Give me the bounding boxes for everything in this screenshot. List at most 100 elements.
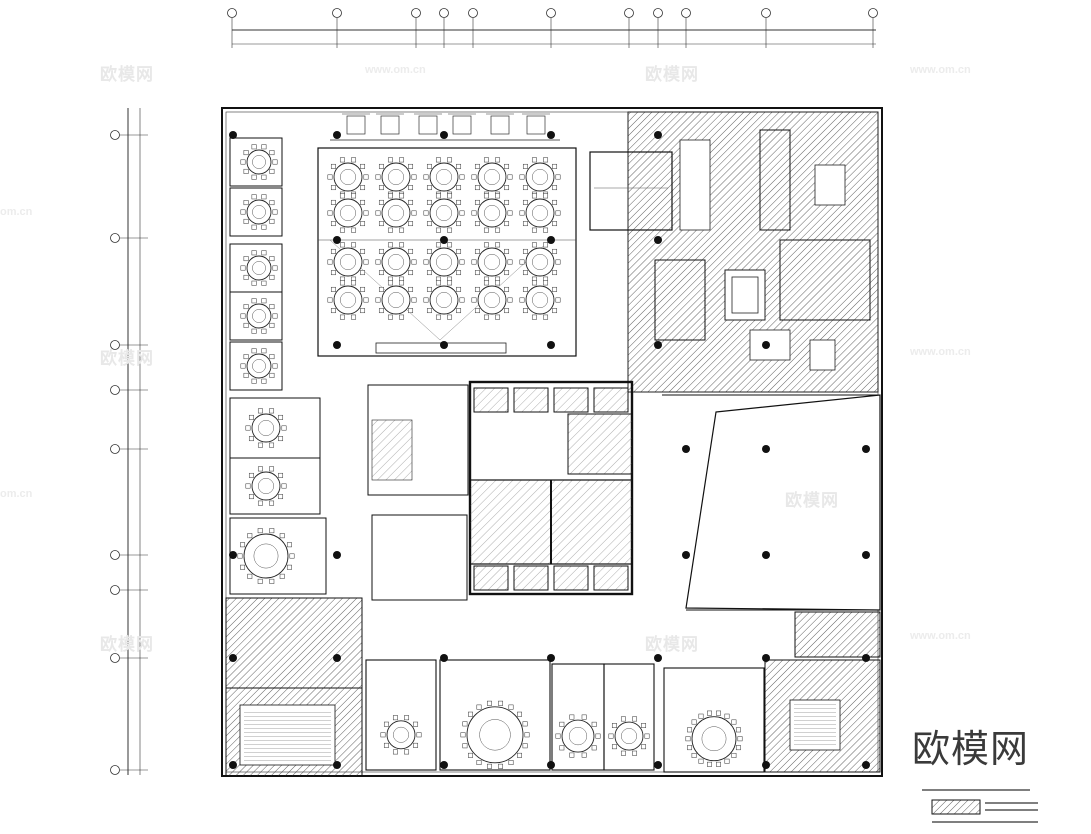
chair (269, 528, 275, 534)
watermark-url: www.om.cn (910, 630, 971, 642)
chair (555, 210, 561, 216)
chair (411, 297, 417, 303)
round-table (381, 247, 411, 277)
round-table (251, 471, 281, 501)
chair (581, 752, 587, 758)
bottom-right-stair (764, 611, 881, 773)
chair (360, 163, 366, 169)
chair (641, 744, 647, 750)
column (654, 654, 662, 662)
chair (595, 733, 601, 739)
chair (278, 436, 284, 442)
private-room (229, 291, 283, 341)
chair (620, 716, 626, 722)
chair (360, 221, 366, 227)
chair (731, 719, 737, 725)
chair (474, 308, 480, 314)
chair (474, 248, 480, 254)
chair (387, 242, 393, 248)
elevator-shaft (473, 565, 509, 591)
chair (543, 242, 549, 248)
chair (456, 308, 462, 314)
chair (552, 248, 558, 254)
chair (399, 193, 405, 199)
watermark-brand-large: 欧模网 (911, 727, 1029, 771)
chair (456, 286, 462, 292)
chair (245, 483, 251, 489)
column (682, 445, 690, 453)
chair (522, 163, 528, 169)
chair (272, 363, 278, 369)
chair (286, 564, 292, 570)
grid-bubble (110, 765, 120, 775)
chair (498, 700, 504, 706)
chair (237, 553, 243, 559)
chair (416, 732, 422, 738)
chair (413, 742, 419, 748)
chair (360, 199, 366, 205)
chair (471, 174, 477, 180)
chair (411, 259, 417, 265)
chair (380, 732, 386, 738)
chair (716, 761, 721, 767)
chair (691, 719, 697, 725)
elevator-shaft (593, 565, 629, 591)
chair (462, 743, 468, 749)
chair (375, 174, 381, 180)
chair (504, 221, 510, 227)
chair (360, 185, 366, 191)
column (229, 131, 237, 139)
chair (261, 224, 267, 230)
chair (474, 221, 480, 227)
chair (522, 199, 528, 205)
chair (608, 733, 614, 739)
chair (447, 242, 453, 248)
grid-bubble (110, 444, 120, 454)
chair (486, 700, 492, 706)
watermark-url: www.om.cn (910, 64, 971, 76)
chair (552, 199, 558, 205)
chair (426, 270, 432, 276)
chair (423, 259, 429, 265)
chair (281, 425, 287, 431)
chair (423, 174, 429, 180)
chair (474, 286, 480, 292)
chair (351, 314, 357, 320)
grid-bubble (868, 8, 878, 18)
chair (251, 224, 257, 230)
watermark-brand: 欧模网 (645, 635, 699, 655)
chair (327, 259, 333, 265)
chair (243, 322, 249, 328)
chair (257, 528, 263, 534)
chair (707, 761, 712, 767)
chair (363, 210, 369, 216)
chair (269, 150, 275, 156)
chair (278, 494, 284, 500)
chair (279, 573, 285, 579)
grid-bubble (681, 8, 691, 18)
chair (243, 200, 249, 206)
chair (474, 199, 480, 205)
bottom-private-rooms (365, 659, 765, 777)
chair (483, 280, 489, 286)
chair (251, 144, 257, 150)
chair (495, 227, 501, 233)
chair (522, 248, 528, 254)
chair (289, 553, 295, 559)
grid-bubble (468, 8, 478, 18)
round-table (246, 303, 272, 329)
chair (404, 715, 410, 721)
column (762, 551, 770, 559)
chair (269, 322, 275, 328)
grid-bubble (332, 8, 342, 18)
watermark-url: www.om.cn (365, 64, 426, 76)
round-table (333, 162, 363, 192)
chair (408, 270, 414, 276)
round-table (381, 198, 411, 228)
left-private-rooms (229, 137, 327, 595)
chair (569, 714, 575, 720)
chair (261, 280, 267, 286)
chair (360, 270, 366, 276)
chair (495, 157, 501, 163)
